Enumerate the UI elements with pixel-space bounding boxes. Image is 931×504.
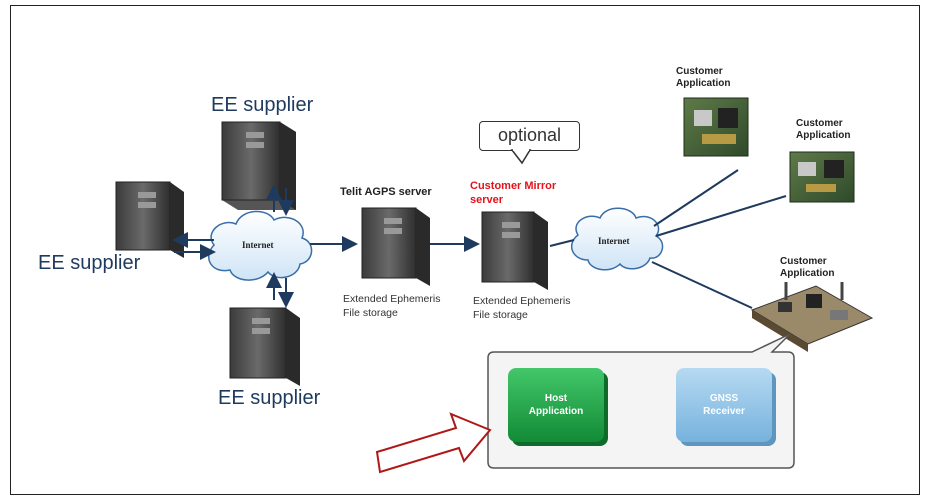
board-icon-1	[683, 97, 749, 157]
storage-2-line1: Extended Ephemeris	[473, 295, 571, 307]
gnss-line1: GNSS	[709, 393, 739, 404]
customer-app-2-line1: Customer	[796, 118, 843, 129]
storage-1-line2: File storage	[343, 307, 398, 319]
customer-app-1-line2: Application	[676, 78, 731, 89]
mirror-server-label-line1: Customer Mirror	[470, 180, 557, 192]
customer-app-1-label: Customer Application	[676, 66, 730, 90]
storage-2-line2: File storage	[473, 309, 528, 321]
customer-app-3-label: Customer Application	[780, 256, 834, 280]
gnss-line2: Receiver	[703, 406, 745, 417]
customer-app-1-line1: Customer	[676, 66, 723, 77]
pointer-arrow	[375, 412, 492, 474]
ee-supplier-top-label: EE supplier	[211, 94, 314, 116]
customer-app-3-line1: Customer	[780, 256, 827, 267]
server-icon-mirror	[481, 211, 548, 290]
host-line2: Application	[528, 406, 584, 417]
storage-1-line1: Extended Ephemeris	[343, 293, 441, 305]
mirror-server-label-line2: server	[470, 194, 504, 206]
internet-label-1: Internet	[242, 240, 274, 250]
host-line1: Host	[544, 393, 568, 404]
connection-arrows	[172, 169, 787, 430]
board-icon-3	[750, 282, 874, 352]
internet-cloud-1	[208, 210, 313, 281]
customer-app-2-label: Customer Application	[796, 118, 850, 142]
ee-supplier-bottom-label: EE supplier	[218, 387, 321, 409]
server-icon-ee-bottom	[229, 307, 300, 386]
board-icon-2	[789, 151, 855, 203]
server-icon-telit	[361, 207, 430, 286]
customer-app-2-line2: Application	[796, 130, 851, 141]
internet-cloud-2	[570, 207, 664, 271]
customer-app-3-line2: Application	[780, 268, 835, 279]
ee-supplier-left-label: EE supplier	[38, 252, 141, 274]
gnss-receiver-box: GNSS Receiver	[676, 368, 772, 442]
server-icon-ee-top	[221, 121, 296, 210]
internet-label-2: Internet	[598, 236, 630, 246]
optional-callout: optional	[479, 121, 580, 151]
server-icon-ee-left	[115, 181, 184, 258]
telit-server-label: Telit AGPS server	[340, 186, 432, 198]
